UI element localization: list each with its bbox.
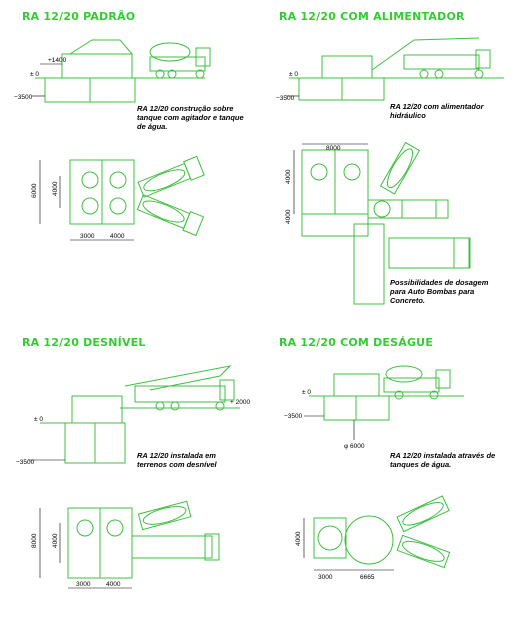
dim-level-bottom: −3500 bbox=[16, 459, 35, 466]
panel-caption: RA 12/20 construção sobre tanque com agi… bbox=[137, 104, 244, 131]
desague-drawing: ± 0 −3500 φ 6000 4000 3000 6665 bbox=[284, 365, 464, 581]
panel-padrao: RA 12/20 PADRÃO bbox=[0, 0, 264, 308]
dim-level-bottom: −3500 bbox=[14, 94, 33, 101]
panel-com-alimentador: RA 12/20 COM ALIMENTADOR bbox=[264, 0, 528, 308]
panel-caption-secondary: Possibilidades de dosagem para Auto Bomb… bbox=[390, 278, 489, 305]
dim-plan-top: 8000 bbox=[326, 145, 341, 152]
dim-level-zero: ± 0 bbox=[34, 416, 43, 423]
dim-plan-h1: 4000 bbox=[285, 169, 292, 184]
dim-plan-w2: 4000 bbox=[106, 581, 121, 588]
dim-plan-inner: 4000 bbox=[295, 531, 302, 546]
dim-level-zero: ± 0 bbox=[302, 389, 311, 396]
dim-plan-w2: 4000 bbox=[110, 233, 125, 240]
dim-plan-height: 6000 bbox=[31, 183, 38, 198]
dim-plan-w2: 6665 bbox=[360, 574, 375, 581]
panel-title: RA 12/20 COM DESÁGUE bbox=[279, 336, 434, 349]
dim-level-zero: ± 0 bbox=[30, 71, 39, 78]
dim-plan-height: 8000 bbox=[31, 533, 38, 548]
padrao-drawing: +1400 ± 0 −3500 6000 4000 3000 4000 bbox=[14, 39, 211, 241]
panel-caption: RA 12/20 com alimentador hidráulico bbox=[390, 102, 484, 120]
dim-level-zero: ± 0 bbox=[289, 71, 298, 78]
dim-level-bottom: −3500 bbox=[276, 95, 295, 102]
panel-title: RA 12/20 DESNÍVEL bbox=[22, 336, 146, 349]
alimentador-drawing: ± 0 −3500 8000 4000 4000 bbox=[276, 37, 504, 305]
panel-com-desague: RA 12/20 COM DESÁGUE bbox=[264, 308, 528, 616]
dim-plan-w1: 3000 bbox=[76, 581, 91, 588]
panel-caption: RA 12/20 instalada através de tanques de… bbox=[390, 451, 496, 469]
dim-plan-inner: 4000 bbox=[52, 533, 59, 548]
dim-level-top: + 2000 bbox=[230, 399, 250, 406]
dim-diameter: φ 6000 bbox=[344, 443, 365, 450]
dim-plan-h2: 4000 bbox=[285, 209, 292, 224]
dim-plan-w1: 3000 bbox=[80, 233, 95, 240]
panel-title: RA 12/20 COM ALIMENTADOR bbox=[279, 10, 465, 23]
dim-level-top: +1400 bbox=[48, 57, 67, 64]
dim-plan-inner: 4000 bbox=[52, 181, 59, 196]
panel-desnivel: RA 12/20 DESNÍVEL bbox=[0, 308, 264, 616]
panel-title: RA 12/20 PADRÃO bbox=[22, 10, 136, 23]
dim-plan-w1: 3000 bbox=[318, 574, 333, 581]
desnivel-drawing: + 2000 ± 0 −3500 8000 4000 3000 4000 bbox=[16, 365, 250, 589]
dim-level-bottom: −3500 bbox=[284, 413, 303, 420]
panel-caption: RA 12/20 instalada em terrenos com desní… bbox=[137, 451, 217, 469]
